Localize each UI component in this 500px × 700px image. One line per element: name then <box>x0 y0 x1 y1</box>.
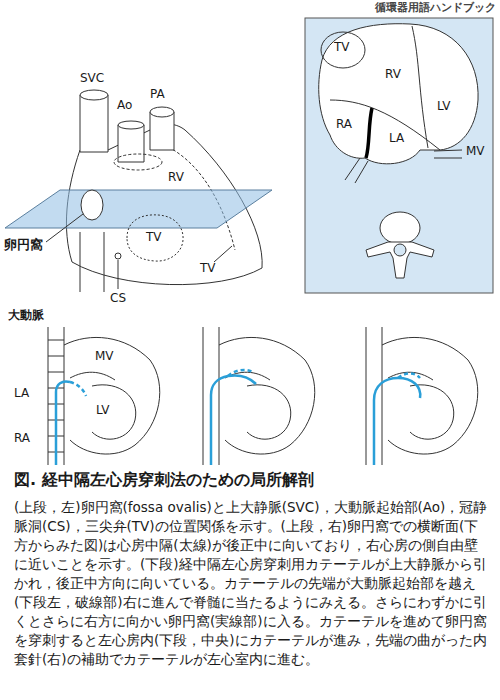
part-label: MV <box>95 350 114 364</box>
heart-outline <box>219 337 315 454</box>
leader-fossa <box>46 214 83 242</box>
part-label: 大動脈 <box>8 309 44 323</box>
catheter-tip <box>228 370 253 376</box>
part-label: CS <box>110 292 126 306</box>
lv-outline <box>410 385 454 439</box>
part-label: LA <box>14 387 29 401</box>
leader-tv <box>214 246 232 262</box>
heart-section <box>319 24 478 164</box>
part-label: RA <box>14 432 30 446</box>
section-plane <box>5 190 272 228</box>
part-label: MV <box>466 145 485 159</box>
ivc-tube <box>80 232 104 292</box>
part-label: LV <box>96 404 110 418</box>
catheter <box>211 375 256 465</box>
panel <box>203 327 315 465</box>
part-label: 卵円窩 <box>4 238 43 253</box>
part-label: PA <box>150 88 165 102</box>
leader-cs <box>118 260 119 289</box>
mitral-line <box>70 372 115 380</box>
part-label: TV <box>146 231 162 245</box>
figure-title: 図. 経中隔左心房穿刺法のための局所解剖 <box>14 470 314 489</box>
heart-3d <box>5 90 272 292</box>
spinal-canal <box>394 244 406 256</box>
heart-outline <box>64 337 160 454</box>
tube-svc-top <box>80 90 108 100</box>
part-label: SVC <box>80 72 104 86</box>
part-label: TV <box>334 41 350 55</box>
tube-pa-top <box>150 107 174 117</box>
pulmonary-veins <box>345 150 462 183</box>
part-label: RV <box>385 68 401 82</box>
catheter-tip <box>70 382 86 396</box>
part-label: LV <box>437 100 451 114</box>
panel <box>48 327 160 465</box>
lv-outline <box>247 385 291 439</box>
catheter <box>56 381 70 465</box>
tv-valve <box>321 32 365 68</box>
part-label: RA <box>336 118 352 132</box>
tv-ring <box>127 215 183 261</box>
section-panel <box>305 18 493 293</box>
atrial-septum <box>366 108 372 158</box>
tube-ao <box>118 125 144 162</box>
part-label: RV <box>168 171 184 185</box>
av-line <box>330 100 440 150</box>
part-label: TV <box>200 262 216 276</box>
heart-outline <box>382 337 478 454</box>
tube-svc <box>80 95 108 152</box>
cross-section <box>305 18 493 293</box>
lv-outline <box>92 385 136 439</box>
figure-caption: (上段，左)卵円窩(fossa ovalis)と上大静脈(SVC)，大動脈起始部… <box>14 498 488 669</box>
catheter-panels <box>48 327 478 465</box>
vertebral-body <box>380 212 420 244</box>
vertebral-arch <box>366 242 434 278</box>
part-label: 循環器用語ハンドブック <box>375 2 496 15</box>
part-label: LA <box>389 132 404 146</box>
ventricular-septum <box>412 26 428 148</box>
tube-ao-top <box>118 121 144 129</box>
part-label: Ao <box>117 99 132 113</box>
panel <box>366 327 478 465</box>
tube-pa <box>150 112 174 150</box>
fossa-ovalis <box>81 190 103 220</box>
catheter-tip <box>398 374 420 379</box>
cs-ostium <box>115 253 121 259</box>
aortic-root <box>114 154 162 170</box>
catheter <box>374 378 420 465</box>
